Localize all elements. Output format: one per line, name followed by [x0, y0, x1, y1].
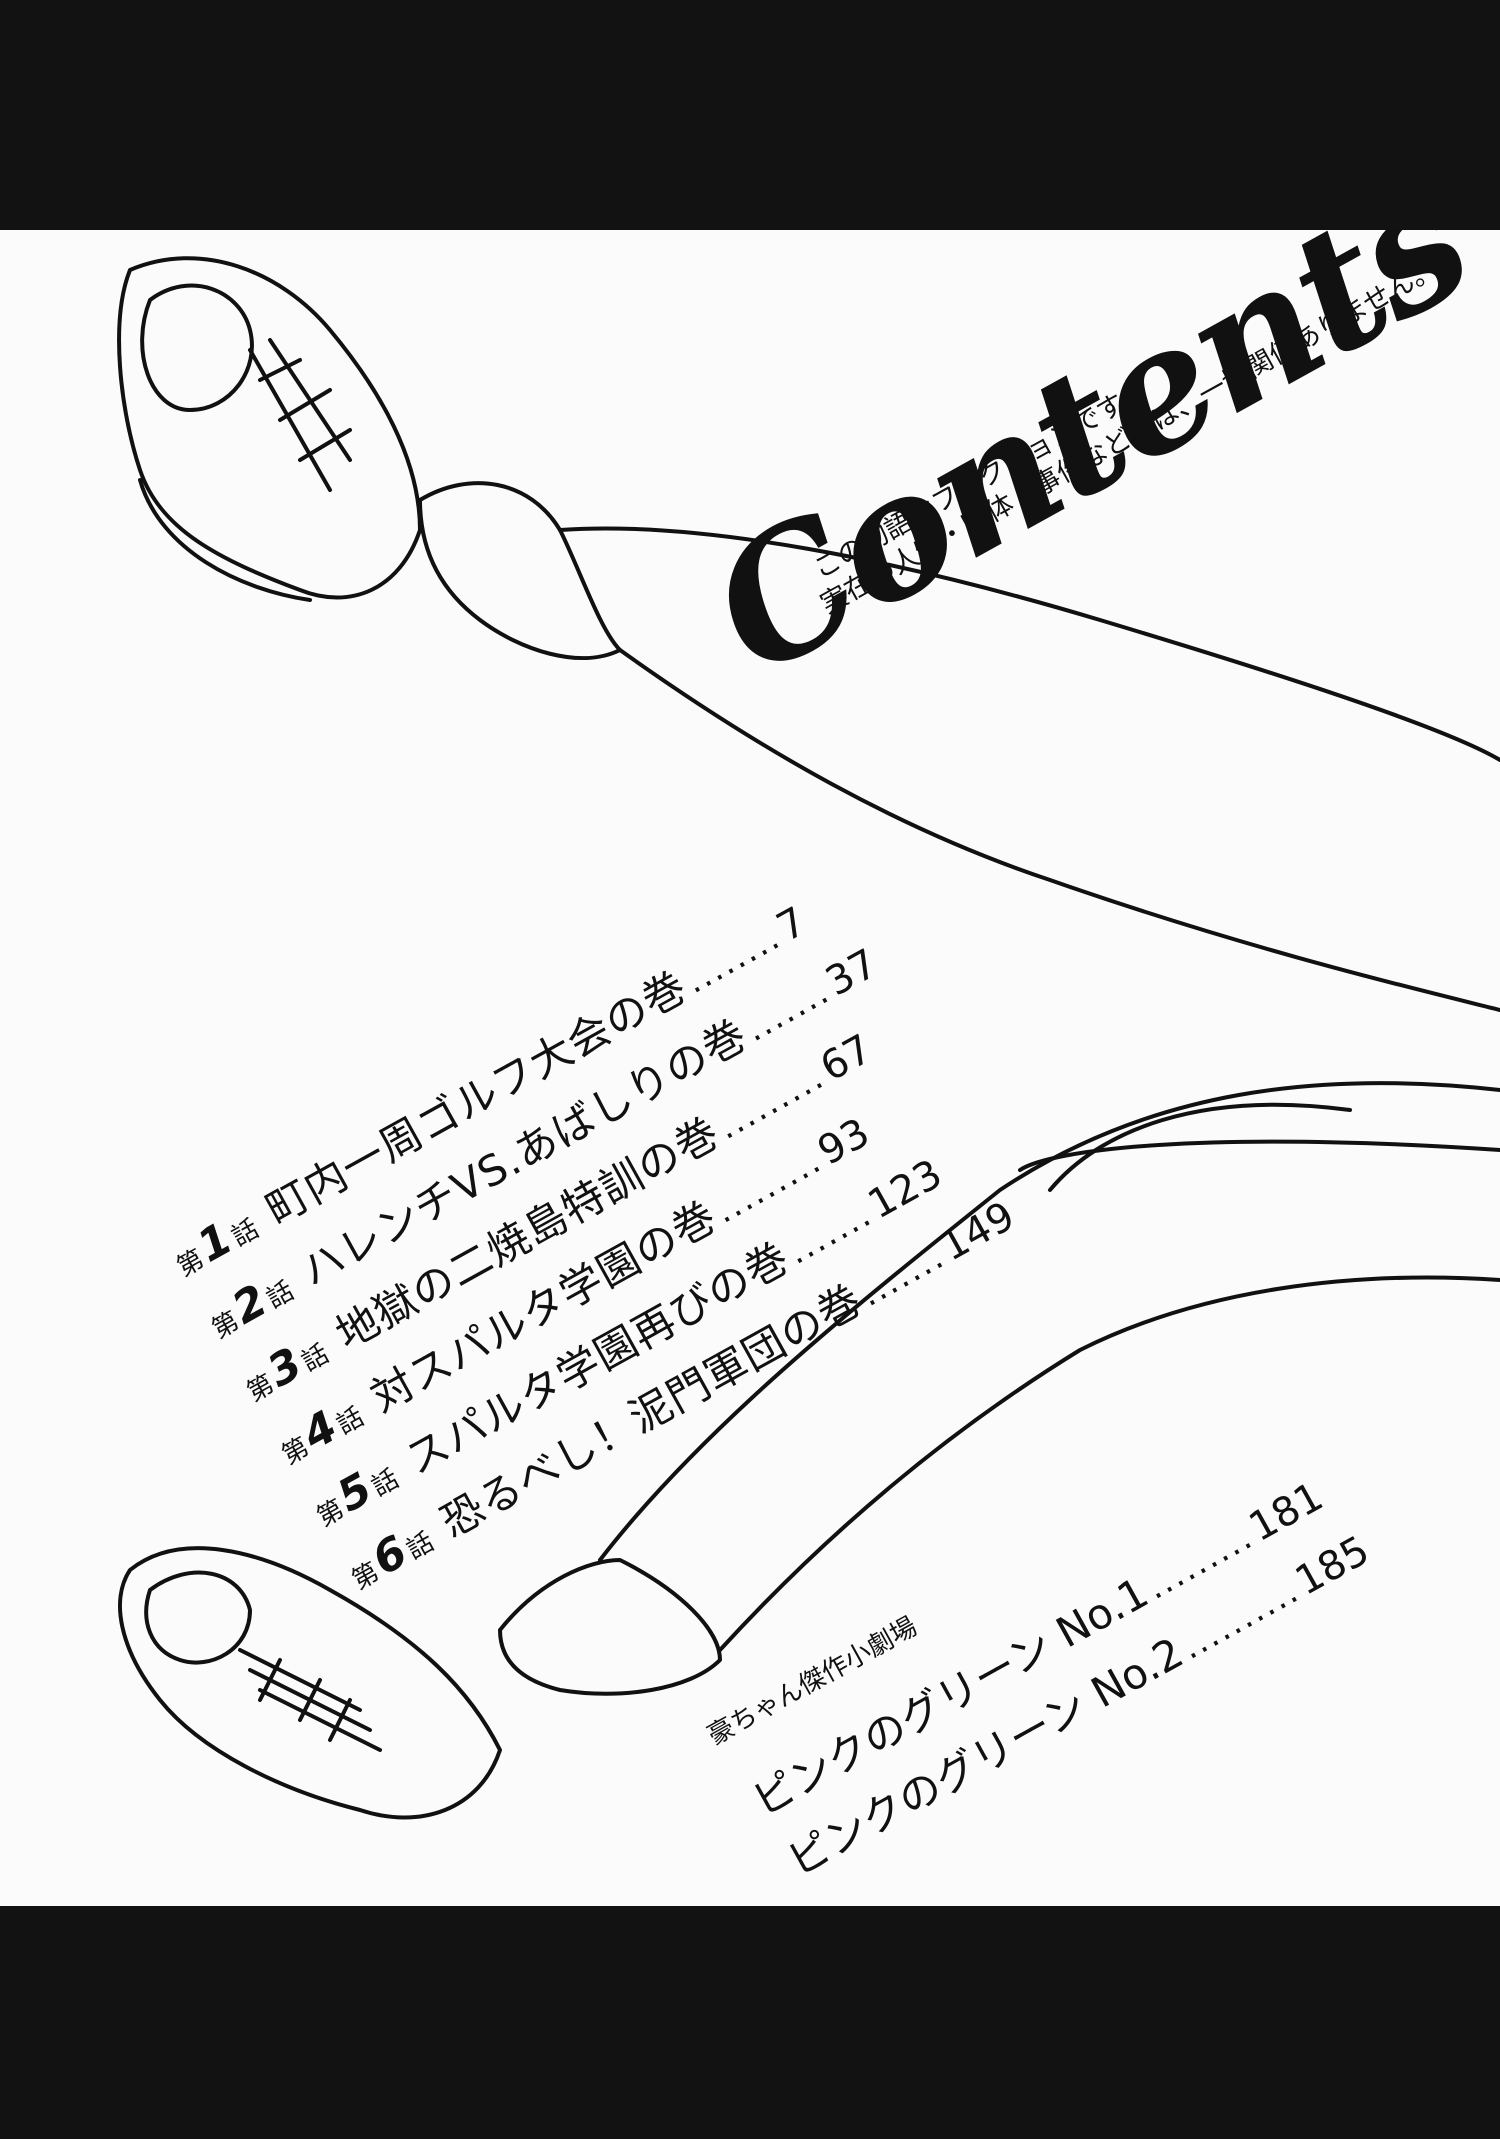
upper-shoe-sole [138, 478, 312, 602]
lower-shoe-toe [144, 1570, 252, 1665]
upper-leg-lower-outline [618, 648, 1500, 1012]
upper-shoe-toe [140, 283, 254, 412]
upper-leg-outline [558, 526, 1500, 762]
contents-page: Contents この物語はフィクションです。 実在の人物・団体・事件などには、… [0, 230, 1500, 1906]
lower-shoe [118, 1546, 502, 1820]
lower-leg-inner [718, 1275, 1500, 1652]
lower-shoe-laces [238, 1648, 382, 1752]
lower-leg-outline [598, 1081, 1500, 1562]
upper-shoe-laces [248, 338, 352, 492]
lower-leg-thigh-top [1018, 1139, 1500, 1172]
lower-leg-knee [1048, 1102, 1352, 1192]
lower-sock [498, 1558, 722, 1696]
upper-shoe [117, 256, 422, 600]
bottom-black-band [0, 1906, 1500, 2139]
top-black-band [0, 0, 1500, 230]
legs-illustration [117, 256, 1500, 1820]
upper-sock [418, 481, 622, 660]
